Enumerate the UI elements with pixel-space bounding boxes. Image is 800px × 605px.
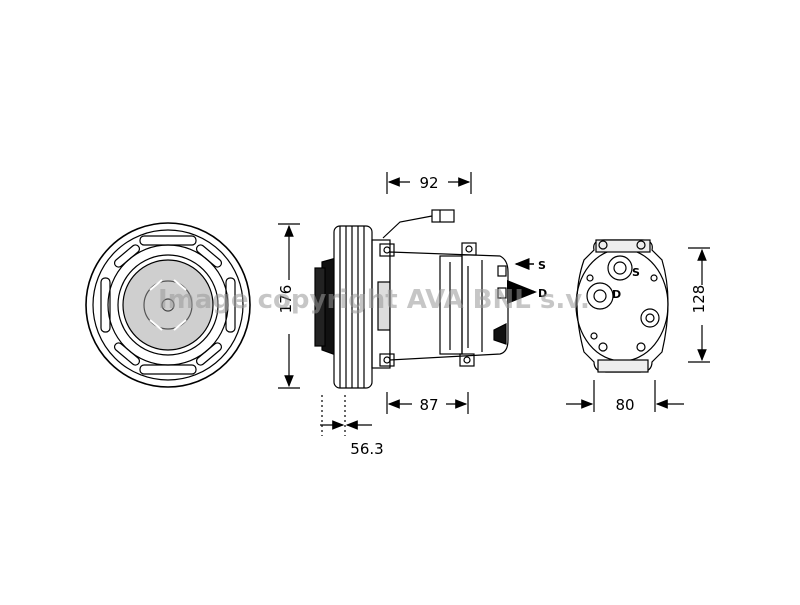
dimension-80 (566, 380, 684, 412)
pulley-front-view (85, 222, 251, 388)
dimension-label-body-length: 87 (419, 396, 438, 414)
dimension-87 (386, 392, 469, 414)
dimension-56-3 (320, 395, 372, 436)
compressor-side-view (314, 209, 509, 389)
dimension-128 (688, 247, 710, 363)
rear-discharge-label: D (612, 288, 621, 301)
dimension-label-top-width: 92 (419, 174, 438, 192)
dimension-label-height: 176 (277, 285, 295, 314)
compressor-rear-view (575, 239, 669, 373)
dimension-label-clutch-offset: 56.3 (350, 440, 383, 458)
dimension-label-end-height: 128 (690, 285, 708, 314)
suction-port-label: S (538, 259, 546, 272)
dimension-92 (386, 172, 472, 194)
watermark-text: Image copyright AVA BNL s.v. (158, 285, 590, 315)
dimension-176 (278, 223, 300, 389)
rear-suction-label: S (632, 266, 640, 279)
discharge-port-label: D (538, 287, 547, 300)
dimension-label-end-width: 80 (615, 396, 634, 414)
